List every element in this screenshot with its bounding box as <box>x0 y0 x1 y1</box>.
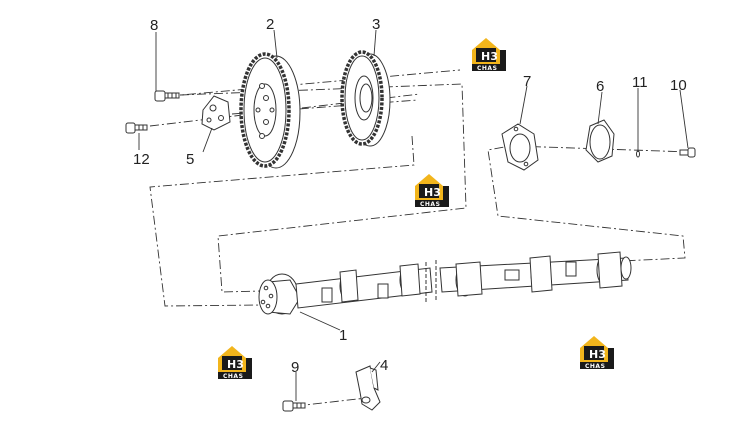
camshaft-gear-part-2 <box>239 52 301 169</box>
callout-2: 2 <box>266 16 274 33</box>
callout-12: 12 <box>133 151 150 168</box>
gasket-part-7 <box>501 123 539 171</box>
callout-3: 3 <box>372 16 380 33</box>
camshaft-part-1 <box>258 251 632 315</box>
callout-1: 1 <box>339 327 347 344</box>
svg-text:H3: H3 <box>481 50 498 63</box>
watermark-logo: H3 CHAS <box>415 174 449 208</box>
callout-10: 10 <box>670 77 687 94</box>
watermark-logo: H3 CHAS <box>218 346 252 380</box>
bolt-part-9 <box>282 400 306 412</box>
gear-part-3 <box>340 50 391 147</box>
cover-part-6 <box>585 119 615 163</box>
svg-text:CHAS: CHAS <box>477 65 497 72</box>
svg-text:CHAS: CHAS <box>420 201 440 208</box>
callout-9: 9 <box>291 359 299 376</box>
thrust-plate-part-5 <box>201 95 231 131</box>
bolt-part-8 <box>154 90 180 102</box>
watermark-logo: H3 CHAS <box>580 336 614 370</box>
svg-text:H3: H3 <box>589 348 606 361</box>
bracket-part-4 <box>355 365 381 411</box>
callout-6: 6 <box>596 78 604 95</box>
bolt-part-10 <box>679 147 696 158</box>
callout-4: 4 <box>380 357 388 374</box>
callout-labels: 8 2 3 7 6 11 10 12 5 1 9 4 <box>133 16 687 376</box>
leader-lines <box>138 29 689 401</box>
callout-7: 7 <box>523 73 531 90</box>
callout-5: 5 <box>186 151 194 168</box>
callout-11: 11 <box>632 74 648 91</box>
watermark-logo: H3 CHAS <box>472 38 506 72</box>
callout-8: 8 <box>150 17 158 34</box>
svg-text:H3: H3 <box>424 186 441 199</box>
svg-text:H3: H3 <box>227 358 244 371</box>
svg-text:CHAS: CHAS <box>223 373 243 380</box>
bolt-part-12 <box>125 122 148 134</box>
svg-text:CHAS: CHAS <box>585 363 605 370</box>
